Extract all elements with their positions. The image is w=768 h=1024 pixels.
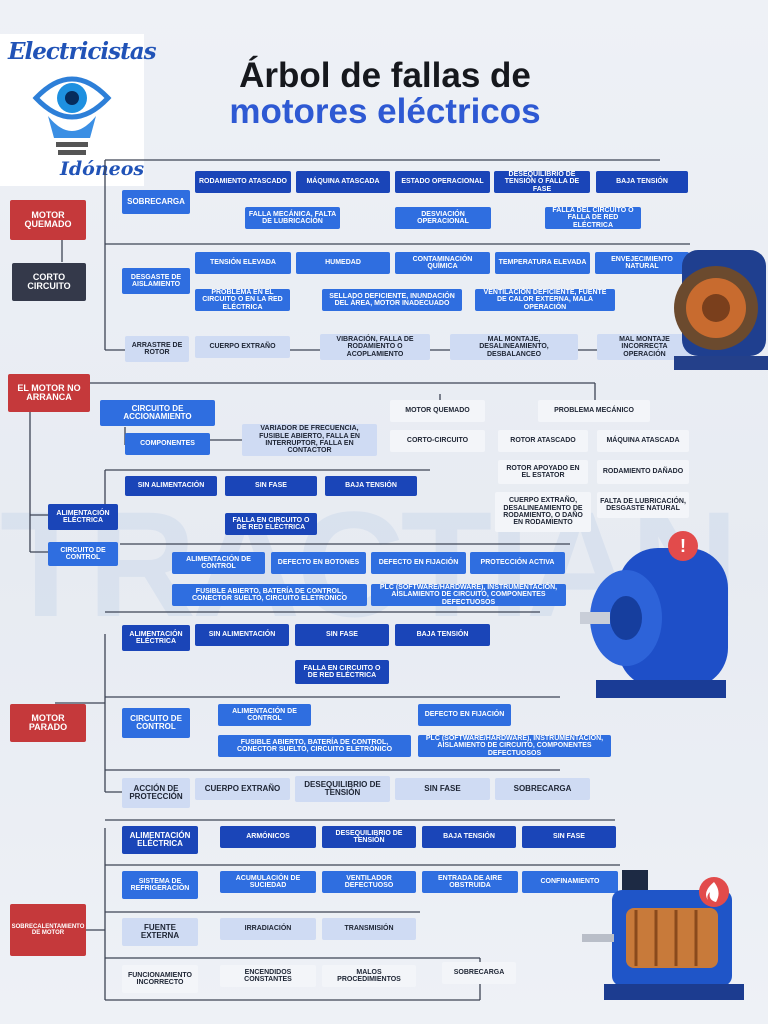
leaf: DESEQUILIBRIO DE TENSIÓN O FALLA DE FASE (494, 171, 590, 193)
node-funcionamiento-incorrecto: FUNCIONAMIENTO INCORRECTO (122, 965, 198, 993)
leaf: BAJA TENSIÓN (395, 624, 490, 646)
page-title: Árbol de fallas de (239, 56, 531, 95)
cause: FUSIBLE ABIERTO, BATERÍA DE CONTROL, CON… (172, 584, 367, 606)
logo-text: Electricistas (8, 38, 157, 65)
root-no-arranca: EL MOTOR NO ARRANCA (8, 374, 90, 412)
leaf: SIN FASE (395, 778, 490, 800)
leaf: BAJA TENSIÓN (422, 826, 516, 848)
cause: SELLADO DEFICIENTE, INUNDACIÓN DEL ÁREA,… (322, 289, 462, 311)
leaf: CONTAMINACIÓN QUÍMICA (395, 252, 490, 274)
leaf: TEMPERATURA ELEVADA (495, 252, 590, 274)
node-refrigeracion: SISTEMA DE REFRIGERACIÓN (122, 871, 198, 899)
cause: FALLA MECÁNICA, FALTA DE LUBRICACIÓN (245, 207, 340, 229)
leaf: ALIMENTACIÓN DE CONTROL (218, 704, 311, 726)
node-fuente-externa: FUENTE EXTERNA (122, 918, 198, 946)
logo: Electricistas Idóneos (0, 34, 157, 186)
cause: FUSIBLE ABIERTO, BATERÍA DE CONTROL, CON… (218, 735, 411, 757)
leaf: RODAMIENTO ATASCADO (195, 171, 291, 193)
leaf: CUERPO EXTRAÑO (195, 336, 290, 358)
leaf: DEFECTO EN BOTONES (271, 552, 366, 574)
leaf: DESEQUILIBRIO DE TENSIÓN (322, 826, 416, 848)
leaf: ENVEJECIMIENTO NATURAL (595, 252, 689, 274)
leaf: ENTRADA DE AIRE OBSTRUIDA (422, 871, 518, 893)
node-alimentacion: ALIMENTACIÓN ELÉCTRICA (48, 504, 118, 530)
leaf: VENTILADOR DEFECTUOSO (322, 871, 416, 893)
node-problema-mecanico: PROBLEMA MECÁNICO (538, 400, 650, 422)
leaf: ROTOR ATASCADO (498, 430, 588, 452)
root-motor-parado: MOTOR PARADO (10, 704, 86, 742)
leaf: ROTOR APOYADO EN EL ESTATOR (498, 460, 588, 484)
cause: PLC (SOFTWARE/HARDWARE), INSTRUMENTACIÓN… (371, 584, 566, 606)
leaf: MÁQUINA ATASCADA (597, 430, 689, 452)
root-sobrecalentamiento: SOBRECALENTAMIENTO DE MOTOR (10, 904, 86, 956)
cause: VARIADOR DE FRECUENCIA, FUSIBLE ABIERTO,… (242, 424, 377, 456)
node-circuito-control: CIRCUITO DE CONTROL (122, 708, 190, 738)
leaf: SOBRECARGA (495, 778, 590, 800)
leaf: MAL MONTAJE, DESALINEAMIENTO, DESBALANCE… (450, 334, 578, 360)
leaf: PROTECCIÓN ACTIVA (470, 552, 565, 574)
leaf: DEFECTO EN FIJACIÓN (418, 704, 511, 726)
eye-bulb-icon (32, 76, 112, 155)
node-alimentacion: ALIMENTACIÓN ELÉCTRICA (122, 826, 198, 854)
leaf: MAL MONTAJE INCORRECTA OPERACIÓN (597, 334, 692, 360)
leaf: TRANSMISIÓN (322, 918, 416, 940)
node-circuito-control: CIRCUITO DE CONTROL (48, 542, 118, 566)
cause: VENTILACIÓN DEFICIENTE, FUENTE DE CALOR … (475, 289, 615, 311)
node-componentes: COMPONENTES (125, 433, 210, 455)
leaf: DESEQUILIBRIO DE TENSIÓN (295, 776, 390, 802)
node-corto-circuito: CORTO CIRCUITO (12, 263, 86, 301)
cause: PLC (SOFTWARE/HARDWARE), INSTRUMENTACIÓN… (418, 735, 611, 757)
leaf: VIBRACIÓN, FALLA DE RODAMIENTO O ACOPLAM… (320, 334, 430, 360)
cause: PROBLEMA EN EL CIRCUITO O EN LA RED ELÉC… (195, 289, 290, 311)
leaf: CONFINAMIENTO (522, 871, 618, 893)
leaf: MALOS PROCEDIMIENTOS (322, 965, 416, 987)
node-accion-proteccion: ACCIÓN DE PROTECCIÓN (122, 778, 190, 808)
svg-text:!: ! (680, 536, 686, 556)
leaf: SIN ALIMENTACIÓN (125, 476, 217, 496)
leaf: IRRADIACIÓN (220, 918, 316, 940)
motor-image (582, 870, 744, 1000)
leaf: SIN FASE (295, 624, 389, 646)
cause: DESVIACIÓN OPERACIONAL (395, 207, 491, 229)
node-desgaste: DESGASTE DE AISLAMIENTO (122, 268, 190, 294)
leaf: CUERPO EXTRAÑO (195, 778, 290, 800)
leaf: CUERPO EXTRAÑO, DESALINEAMIENTO DE RODAM… (495, 492, 591, 532)
root-motor-quemado: MOTOR QUEMADO (10, 200, 86, 240)
leaf: ALIMENTACIÓN DE CONTROL (172, 552, 265, 574)
leaf: RODAMIENTO DAÑADO (597, 460, 689, 484)
logo-text-2: Idóneos (60, 158, 145, 180)
motor-image: ! (580, 531, 728, 698)
leaf: TENSIÓN ELEVADA (195, 252, 291, 274)
leaf: ENCENDIDOS CONSTANTES (220, 965, 316, 987)
cause: FALLA EN CIRCUITO O DE RED ELÉCTRICA (225, 513, 317, 535)
leaf: SIN FASE (522, 826, 616, 848)
node-motor-quemado: MOTOR QUEMADO (390, 400, 485, 422)
node-sobrecarga: SOBRECARGA (122, 190, 190, 214)
cause: FALLA EN CIRCUITO O DE RED ELÉCTRICA (295, 660, 389, 684)
node-circuito-accionamiento: CIRCUITO DE ACCIONAMIENTO (100, 400, 215, 426)
leaf: ARMÓNICOS (220, 826, 316, 848)
leaf: SIN FASE (225, 476, 317, 496)
motor-image (674, 250, 768, 370)
leaf: ESTADO OPERACIONAL (395, 171, 490, 193)
leaf: SOBRECARGA (442, 962, 516, 984)
leaf: SIN ALIMENTACIÓN (195, 624, 289, 646)
leaf: ACUMULACIÓN DE SUCIEDAD (220, 871, 316, 893)
node-alimentacion: ALIMENTACIÓN ELÉCTRICA (122, 625, 190, 651)
page-subtitle: motores eléctricos (229, 92, 541, 131)
leaf: FALTA DE LUBRICACIÓN, DESGASTE NATURAL (597, 492, 689, 518)
leaf: BAJA TENSIÓN (596, 171, 688, 193)
leaf: HUMEDAD (296, 252, 390, 274)
leaf: CORTO-CIRCUITO (390, 430, 485, 452)
leaf: DEFECTO EN FIJACIÓN (371, 552, 466, 574)
leaf: BAJA TENSIÓN (325, 476, 417, 496)
cause: FALLA DEL CIRCUITO O FALLA DE RED ELÉCTR… (545, 207, 641, 229)
node-arrastre: ARRASTRE DE ROTOR (125, 336, 189, 362)
leaf: MÁQUINA ATASCADA (296, 171, 390, 193)
